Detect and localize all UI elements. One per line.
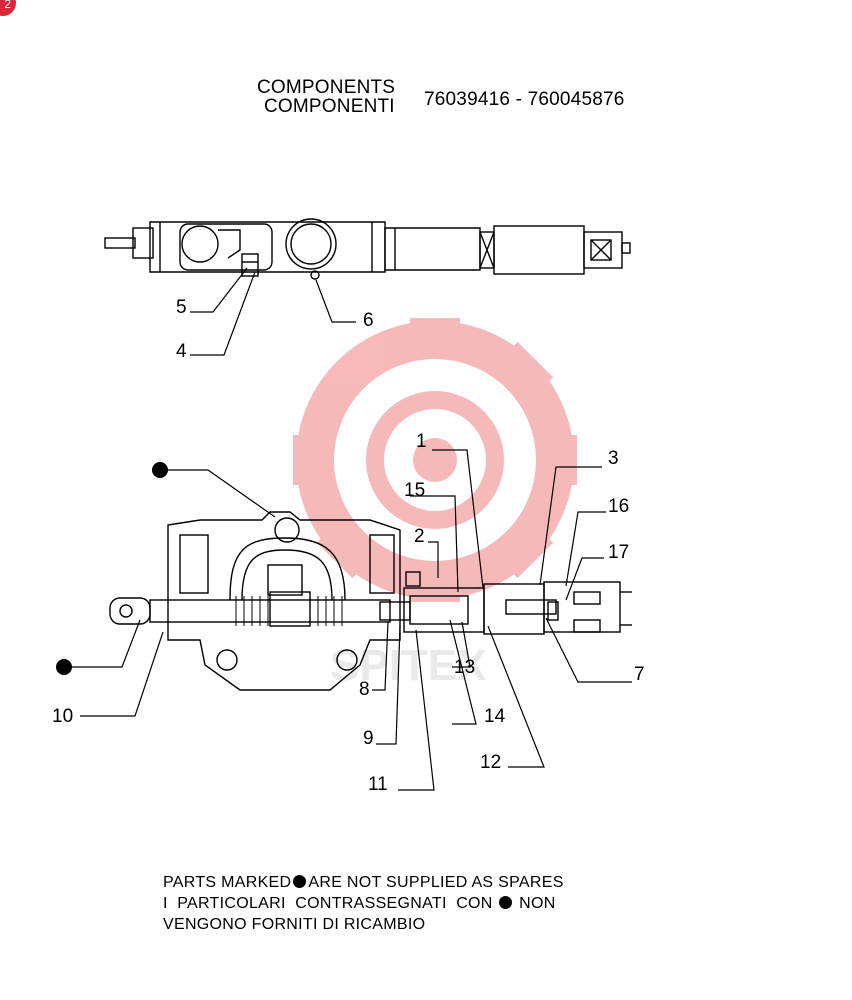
note-text: PARTS MARKED (163, 874, 292, 891)
callout-16: 16 (608, 496, 629, 517)
callout-9: 9 (363, 728, 374, 749)
note-line-italian-2: VENGONO FORNITI DI RICAMBIO (163, 916, 426, 933)
callout-5: 5 (176, 297, 187, 318)
part-numbers: 76039416 - 760045876 (424, 89, 625, 110)
watermark-logo: SPITEX (293, 318, 577, 690)
callout-3: 3 (608, 448, 619, 469)
callout-6: 6 (363, 310, 374, 331)
callout-4: 4 (176, 341, 187, 362)
callout-2: 2 (414, 526, 425, 547)
title-line-english: COMPONENTS (257, 77, 396, 98)
callout-1: 1 (416, 431, 427, 452)
page-badge: 2 (0, 0, 16, 16)
callout-13: 13 (454, 657, 475, 678)
callout-12: 12 (480, 752, 501, 773)
title-block: COMPONENTS COMPONENTI (257, 78, 395, 116)
callout-15: 15 (404, 480, 425, 501)
not-supplied-marker (56, 659, 72, 675)
callout-17: 17 (608, 542, 629, 563)
marker-dot-icon (293, 875, 307, 888)
marker-dot-icon (499, 896, 513, 909)
callout-7: 7 (634, 664, 645, 685)
callout-14: 14 (484, 706, 506, 727)
note-text: I PARTICOLARI CONTRASSEGNATI CON (163, 895, 493, 912)
leader-lines-section (68, 449, 632, 791)
callout-8: 8 (359, 679, 370, 700)
not-supplied-marker (152, 462, 168, 478)
callout-10: 10 (52, 706, 73, 727)
note-line-italian: I PARTICOLARI CONTRASSEGNATI CON NON (163, 893, 564, 914)
page-badge-number: 2 (4, 0, 11, 11)
note-text: ARE NOT SUPPLIED AS SPARES (308, 874, 564, 891)
note-text: NON (519, 895, 556, 912)
leader-lines-top (190, 267, 356, 356)
spares-note: PARTS MARKED ARE NOT SUPPLIED AS SPARES I… (163, 872, 564, 935)
valve-top-view (104, 218, 631, 280)
note-line-english: PARTS MARKED ARE NOT SUPPLIED AS SPARES (163, 872, 564, 893)
callout-11: 11 (368, 774, 388, 795)
title-line-italian: COMPONENTI (264, 96, 395, 117)
